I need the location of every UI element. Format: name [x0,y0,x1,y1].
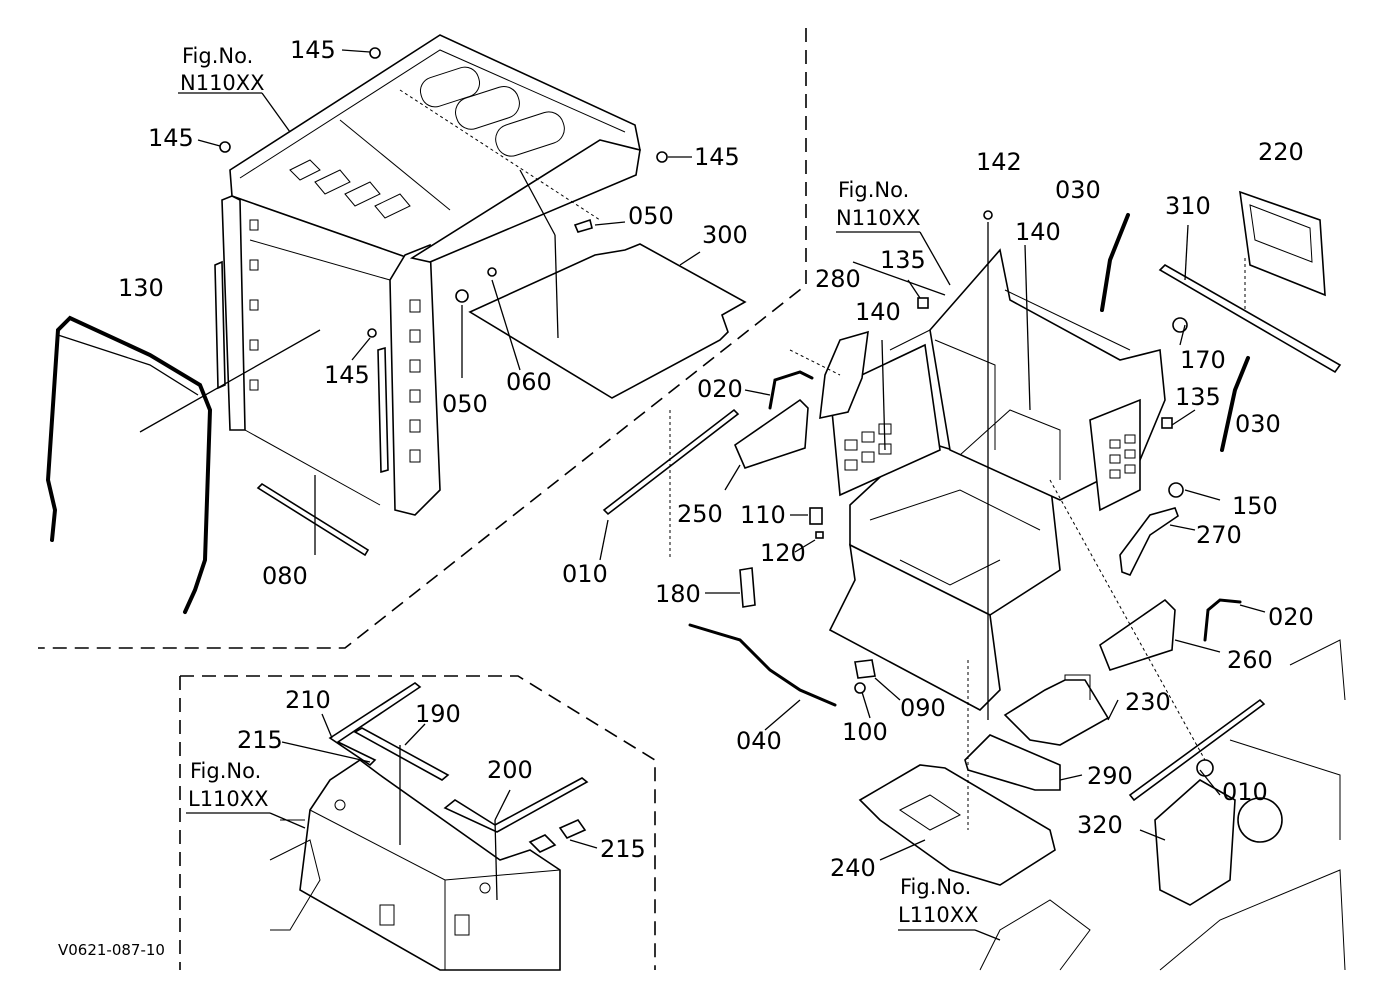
figure-ref-code: N110XX [180,71,265,95]
callout-label: 030 [1055,176,1101,204]
callout-labels: 145 145 145 145 130 050 300 050 060 080 … [118,36,1314,882]
figure-ref-label: Fig.No. [838,178,909,202]
strip-200 [443,777,589,833]
section-divider-inset [180,675,656,970]
callout-label: 135 [880,246,926,274]
callout-label: 220 [1258,138,1304,166]
floor-mat-300 [468,243,747,399]
strip-010-left [602,408,740,516]
callout-label: 010 [562,560,608,588]
drawing-code: V0621-087-10 [58,941,165,959]
panel-230 [1003,679,1110,746]
callout-label: 215 [237,726,283,754]
callout-label: 200 [487,756,533,784]
seal-030-right [1220,356,1250,452]
callout-label: 050 [442,390,488,418]
figure-reference: Fig.No. N110XX [180,44,265,95]
inset-assembly [269,759,561,971]
panel-270 [1119,507,1179,577]
section-divider-top [38,28,807,649]
strip-210 [328,682,422,767]
callout-label: 260 [1227,646,1273,674]
callout-label: 150 [1232,492,1278,520]
callout-label: 190 [415,700,461,728]
callout-label: 145 [694,143,740,171]
strip-010-right [1128,698,1266,802]
callout-label: 135 [1175,383,1221,411]
callout-label: 130 [118,274,164,302]
callout-label: 050 [628,202,674,230]
callout-label: 020 [697,375,743,403]
figure-ref-label: Fig.No. [182,44,253,68]
callout-label: 020 [1268,603,1314,631]
callout-label: 040 [736,727,782,755]
cable-040 [688,623,837,707]
callout-label: 240 [830,854,876,882]
panel-220 [1239,190,1326,297]
callout-label: 140 [1015,218,1061,246]
callout-label: 145 [324,361,370,389]
panel-280 [819,330,869,420]
strip-190 [353,727,450,781]
callout-label: 180 [655,580,701,608]
figure-reference: Fig.No. L110XX [188,759,269,811]
callout-label: 215 [600,835,646,863]
figure-ref-label: Fig.No. [900,875,971,899]
callout-label: 100 [842,718,888,746]
strip-080 [256,482,370,557]
callout-label: 010 [1222,778,1268,806]
bracket-320 [1154,779,1236,906]
callout-label: 230 [1125,688,1171,716]
callout-label: 080 [262,562,308,590]
callout-label: 310 [1165,192,1211,220]
callout-label: 280 [815,265,861,293]
figure-reference: Fig.No. L110XX [898,875,979,927]
bar-310 [1158,264,1342,374]
callout-label: 142 [976,148,1022,176]
callout-label: 300 [702,221,748,249]
figure-ref-code: N110XX [836,206,921,230]
callout-label: 320 [1077,811,1123,839]
callout-label: 290 [1087,762,1133,790]
callout-label: 140 [855,298,901,326]
callout-label: 060 [506,368,552,396]
callout-label: 170 [1180,346,1226,374]
callout-label: 145 [148,124,194,152]
figure-ref-code: L110XX [188,787,269,811]
callout-label: 210 [285,686,331,714]
frame-assembly [828,248,1166,711]
callout-label: 250 [677,500,723,528]
panel-250 [734,398,809,469]
callout-label: 145 [290,36,336,64]
callout-label: 030 [1235,410,1281,438]
floor-plate-240 [858,764,1056,886]
callout-label: 120 [760,539,806,567]
panel-260 [1099,598,1176,671]
callout-label: 110 [740,501,786,529]
figure-ref-code: L110XX [898,903,979,927]
cabin-assembly [214,34,641,516]
callout-label: 090 [900,694,946,722]
door-seal-130 [45,315,213,614]
figure-ref-label: Fig.No. [190,759,261,783]
callout-label: 270 [1196,521,1242,549]
seal-030-top [1100,213,1130,312]
figure-reference: Fig.No. N110XX [836,178,921,230]
